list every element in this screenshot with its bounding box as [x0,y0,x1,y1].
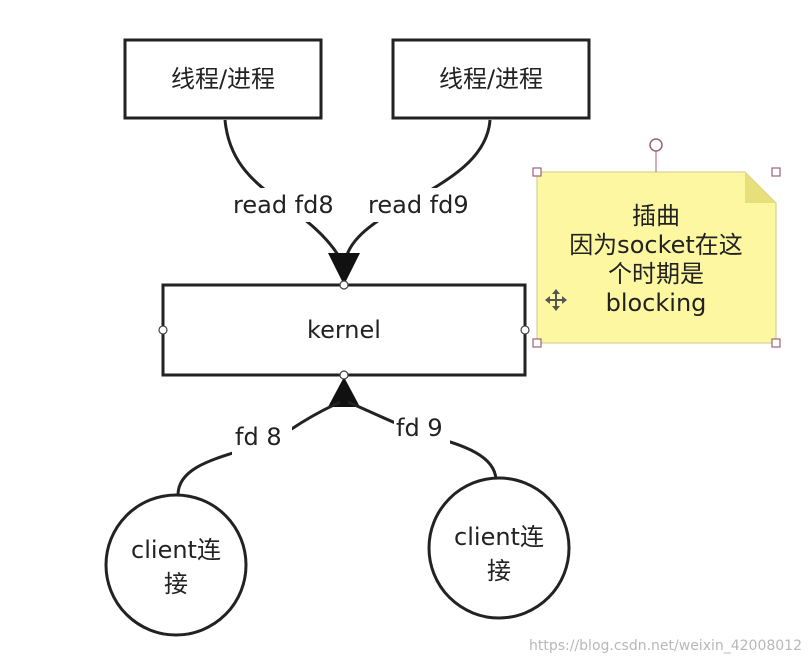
kernel-box[interactable]: kernel [161,283,527,377]
note-line-1: 插曲 [632,202,680,230]
resize-handle-bottom-left[interactable] [532,338,542,348]
client-left-label-line2: 接 [164,570,188,598]
kernel-label: kernel [307,316,381,344]
client-right-label-line1: client连 [454,523,544,551]
thread-box-left-label: 线程/进程 [171,65,275,93]
note-line-3: 个时期是 [608,260,704,288]
edge-label-read-fd8: read fd8 [233,191,334,219]
resize-handle-bottom-right[interactable] [771,338,781,348]
move-cursor-icon [545,289,567,311]
rotate-handle[interactable] [649,138,663,152]
edge-label-read-fd9: read fd9 [368,191,469,219]
note-line-2: 因为socket在这 [569,231,743,259]
thread-box-right[interactable]: 线程/进程 [391,38,591,120]
resize-handle-top-left[interactable] [532,167,542,177]
watermark: https://blog.csdn.net/weixin_42008012 [529,638,802,654]
thread-box-right-label: 线程/进程 [439,65,543,93]
kernel-handle-top[interactable] [339,280,349,290]
client-right-label-line2: 接 [487,557,511,585]
edge-label-fd8: fd 8 [235,423,282,451]
kernel-handle-right[interactable] [520,325,530,335]
kernel-handle-bottom[interactable] [339,370,349,380]
edge-label-fd9: fd 9 [396,414,443,442]
client-connection-left[interactable]: client连 接 [104,493,248,637]
kernel-handle-left[interactable] [158,325,168,335]
client-left-label-line1: client连 [131,536,221,564]
sticky-note[interactable]: 插曲 因为socket在这 个时期是 blocking [536,171,777,344]
arrowhead-into-kernel [328,253,360,285]
client-connection-right[interactable]: client连 接 [427,476,571,620]
note-line-4: blocking [606,289,707,317]
arrowhead-from-clients [328,377,360,407]
note-fold-corner [745,172,776,203]
thread-box-left[interactable]: 线程/进程 [123,38,323,120]
resize-handle-top-right[interactable] [771,167,781,177]
